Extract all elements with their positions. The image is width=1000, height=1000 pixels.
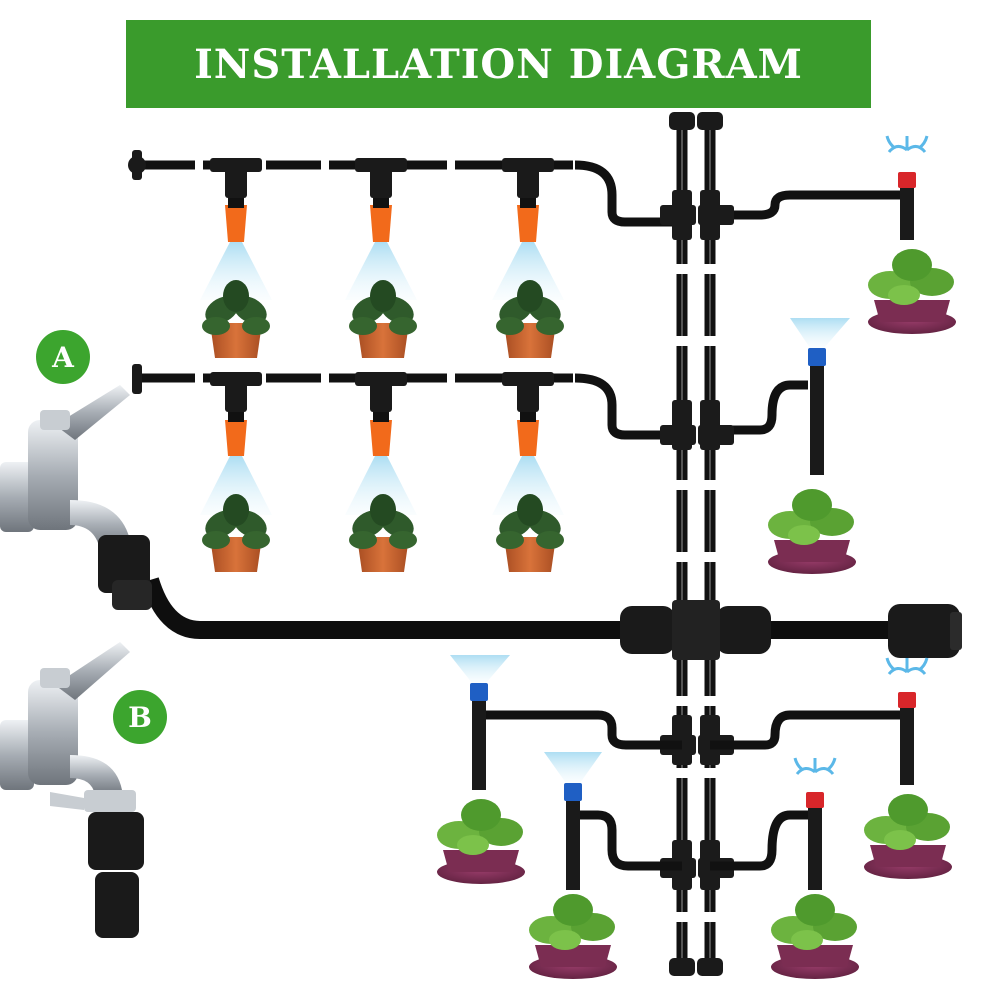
marker-a: A [36,330,90,384]
tee-connector-icon [660,190,734,890]
lower-branch-tubing [485,710,905,871]
plant-icon [202,280,564,572]
nozzle-icon [355,158,407,242]
row-2-nozzles [210,372,554,456]
faucet-icon [0,642,144,938]
main-supply-line [141,577,962,660]
nozzle-icon [210,158,262,242]
vertical-tubes [676,130,716,965]
marker-b: B [113,690,167,744]
stake-sprayer-icon [450,135,929,890]
end-plug-icon [669,112,723,976]
nozzle-icon [355,372,407,456]
nozzle-icon [502,158,554,242]
page-title: INSTALLATION DIAGRAM [194,40,803,88]
nozzle-icon [210,372,262,456]
title-banner: INSTALLATION DIAGRAM [126,20,871,108]
nozzle-icon [502,372,554,456]
row-1-nozzles [210,158,554,242]
faucet-icon [0,385,152,610]
mist-spray [200,242,564,515]
plant-icon [437,249,956,979]
